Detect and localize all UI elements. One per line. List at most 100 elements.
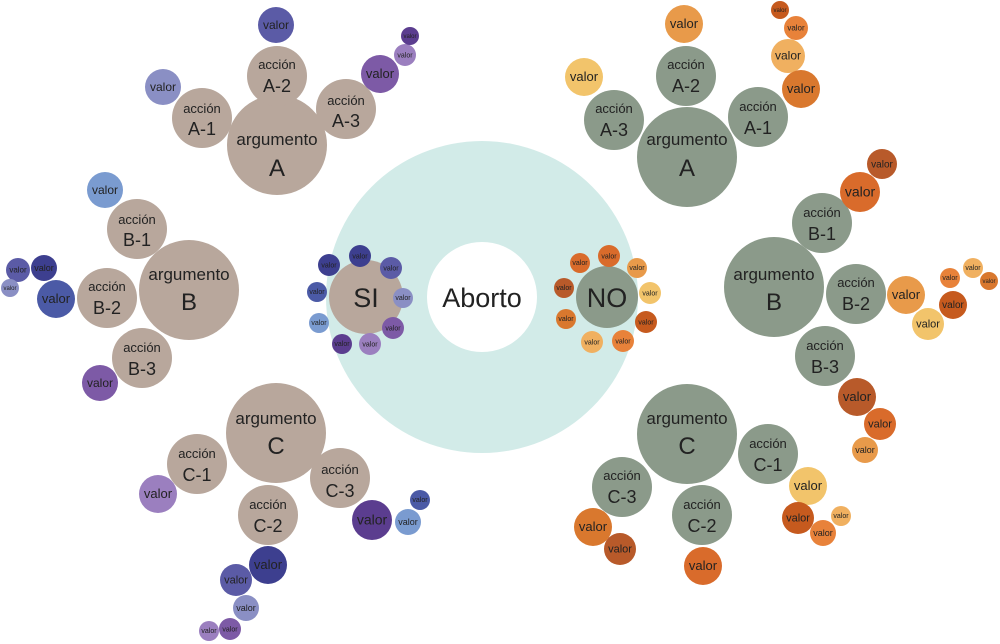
no-value-bubble <box>604 533 636 565</box>
si-action-c2-code: C-2 <box>253 516 282 536</box>
si-argument-a: argumento A acción A-1 acción A-2 acción… <box>172 46 376 195</box>
no-action-b1-word: acción <box>803 205 841 220</box>
no-value-bubble <box>554 278 574 298</box>
si-value-label: valor <box>236 603 256 613</box>
si-value-label: valor <box>395 295 411 302</box>
si-value-label: valor <box>403 34 416 40</box>
no-value-label: valor <box>629 265 645 272</box>
no-action-b3-word: acción <box>806 338 844 353</box>
si-value-label: valor <box>87 376 113 390</box>
no-action-b1-code: B-1 <box>808 224 836 244</box>
no-value-bubble <box>612 330 634 352</box>
si-value-bubble <box>361 55 399 93</box>
no-value-label: valor <box>558 316 574 323</box>
si-action-c2-circle <box>238 485 298 545</box>
center-hub: Aborto <box>326 141 638 453</box>
si-action-a1-code: A-1 <box>188 119 216 139</box>
si-value-label: valor <box>9 266 27 275</box>
si-value-label: valor <box>3 286 16 292</box>
si-value-bubble <box>410 490 430 510</box>
no-argument-c: argumento C acción C-1 acción C-2 acción… <box>592 384 798 545</box>
no-value-label: valor <box>584 339 600 346</box>
no-action-a2-word: acción <box>667 57 705 72</box>
no-argument-a-letter: A <box>679 155 695 182</box>
no-value-label: valor <box>579 519 608 534</box>
si-action-b3-code: B-3 <box>128 359 156 379</box>
no-value-label: valor <box>638 319 654 326</box>
no-value-label: valor <box>843 389 872 404</box>
no-action-b1-circle <box>792 193 852 253</box>
si-value-label: valor <box>224 575 248 587</box>
no-argument-a-circle <box>637 107 737 207</box>
no-value-label: valor <box>868 419 892 431</box>
no-action-a1-circle <box>728 87 788 147</box>
no-argument-a-title: argumento <box>646 130 727 149</box>
no-argument-b: argumento B acción B-1 acción B-2 acción… <box>724 193 886 386</box>
si-argument-c-title: argumento <box>235 409 316 428</box>
si-value-bubble <box>352 500 392 540</box>
no-value-bubble <box>684 547 722 585</box>
si-value-bubble <box>380 257 402 279</box>
no-value-bubble <box>852 437 878 463</box>
no-value-bubble <box>771 1 789 19</box>
no-argument-b-circle <box>724 237 824 337</box>
no-value-label: valor <box>892 287 921 302</box>
si-value-label: valor <box>150 80 176 94</box>
si-value-label: valor <box>334 341 350 348</box>
si-value-label: valor <box>357 511 388 527</box>
no-value-bubble <box>639 282 661 304</box>
si-action-b2-word: acción <box>88 279 126 294</box>
no-value-bubble <box>912 308 944 340</box>
no-value-label: valor <box>982 279 995 285</box>
si-argument-a-letter: A <box>269 155 285 182</box>
si-value-label: valor <box>201 628 217 635</box>
no-action-a1-word: acción <box>739 99 777 114</box>
si-value-bubbles: valor valor valor valor valor valor valor valor… <box>1 7 430 641</box>
si-value-bubble <box>219 618 241 640</box>
si-value-label: valor <box>92 183 118 197</box>
no-action-b3-circle <box>795 326 855 386</box>
si-value-bubble <box>31 255 57 281</box>
no-value-label: valor <box>689 558 718 573</box>
no-node: NO <box>576 266 638 328</box>
no-value-bubble <box>980 272 998 290</box>
si-argument-c: argumento C acción C-1 acción C-2 acción… <box>167 383 370 545</box>
si-action-c1-code: C-1 <box>182 465 211 485</box>
si-action-b3-circle <box>112 328 172 388</box>
no-action-c1-code: C-1 <box>753 455 782 475</box>
si-argument-b: argumento B acción B-1 acción B-2 acción… <box>77 199 239 388</box>
no-value-bubble <box>771 39 805 73</box>
si-value-bubble <box>258 7 294 43</box>
no-value-label: valor <box>845 183 876 199</box>
si-argument-b-letter: B <box>181 289 197 316</box>
no-value-label: valor <box>855 445 875 455</box>
si-argument-b-title: argumento <box>148 265 229 284</box>
si-circle <box>329 260 403 334</box>
no-value-label: valor <box>773 8 786 14</box>
si-value-bubble <box>359 333 381 355</box>
si-value-label: valor <box>144 486 173 501</box>
no-action-c2-code: C-2 <box>687 516 716 536</box>
no-action-a3-word: acción <box>595 101 633 116</box>
si-value-label: valor <box>321 262 337 269</box>
si-value-bubble <box>6 258 30 282</box>
no-value-bubble <box>940 268 960 288</box>
no-value-bubble <box>565 58 603 96</box>
no-argument-c-circle <box>637 384 737 484</box>
si-action-a3-code: A-3 <box>332 111 360 131</box>
no-value-bubble <box>840 172 880 212</box>
no-action-b2-code: B-2 <box>842 294 870 314</box>
si-action-a2-word: acción <box>258 57 296 72</box>
no-value-bubble <box>782 70 820 108</box>
si-action-a2-circle <box>247 46 307 106</box>
si-value-bubble <box>393 288 413 308</box>
si-action-b1-code: B-1 <box>123 230 151 250</box>
no-value-label: valor <box>775 49 801 63</box>
si-value-label: valor <box>263 18 289 32</box>
no-action-c3-circle <box>592 457 652 517</box>
no-action-c1-circle <box>738 424 798 484</box>
si-node: SI <box>329 260 403 334</box>
si-value-label: valor <box>412 497 428 504</box>
no-value-bubble <box>627 258 647 278</box>
